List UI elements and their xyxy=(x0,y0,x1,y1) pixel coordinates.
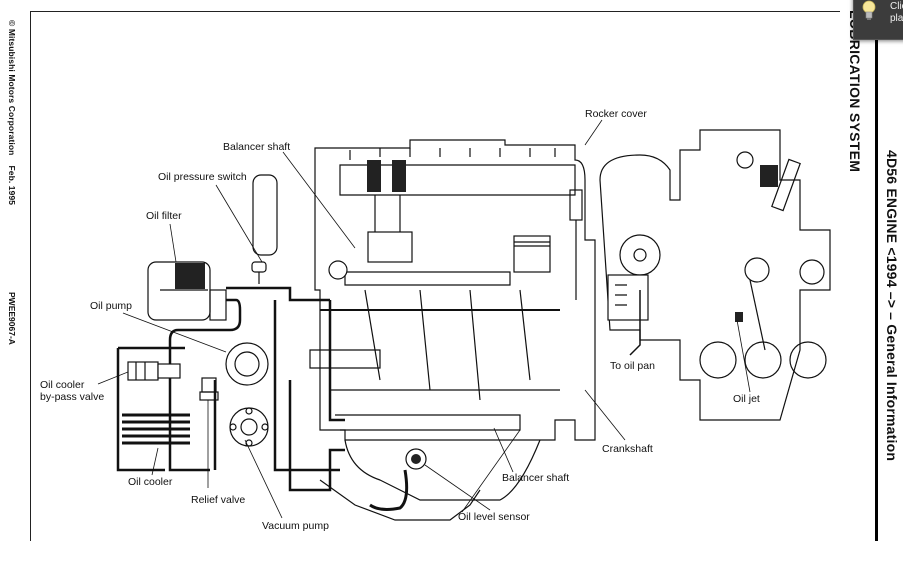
engine-block-drawing xyxy=(309,139,596,501)
oil-pressure-switch-drawing xyxy=(251,174,278,284)
label-crankshaft: Crankshaft xyxy=(602,443,653,455)
leader-rocker-cover xyxy=(584,119,603,146)
label-balancer-shaft-bottom: Balancer shaft xyxy=(502,472,570,484)
tooltip-line1: Clic xyxy=(890,1,903,12)
rocker-cover-drawing xyxy=(349,148,583,300)
lightbulb-icon xyxy=(862,0,876,20)
label-oil-cooler-bypass-valve: Oil cooler by-pass valve xyxy=(40,379,104,403)
oil-pump-drawing xyxy=(225,342,269,386)
hint-tooltip[interactable]: Clic pla xyxy=(853,0,903,40)
leader-balancer-shaft-top xyxy=(282,151,356,249)
label-rocker-cover: Rocker cover xyxy=(585,108,647,120)
oil-passages xyxy=(116,286,345,492)
leader-oil-level-sensor xyxy=(424,464,491,511)
label-relief-valve: Relief valve xyxy=(191,494,246,506)
tooltip-line2: pla xyxy=(890,13,903,24)
label-oil-jet: Oil jet xyxy=(733,393,760,405)
label-oil-cooler: Oil cooler xyxy=(128,476,173,488)
page-border-left xyxy=(30,11,31,541)
label-oil-level-sensor: Oil level sensor xyxy=(458,511,530,523)
leader-oil-filter xyxy=(169,223,177,263)
relief-valve-drawing xyxy=(199,377,219,401)
label-oil-filter: Oil filter xyxy=(146,210,182,222)
leader-oil-pressure-switch xyxy=(215,184,263,263)
leader-balancer-shaft-bottom-b xyxy=(493,427,514,473)
page-border-top xyxy=(30,11,840,12)
leader-crankshaft xyxy=(584,389,626,441)
leader-oil-jet xyxy=(736,319,751,393)
label-oil-pump: Oil pump xyxy=(90,300,133,312)
bypass-valve-drawing xyxy=(127,361,181,381)
tooltip-text: Clic pla xyxy=(890,1,903,25)
label-bypass-line2: by-pass valve xyxy=(40,391,105,403)
leader-lines xyxy=(97,119,751,519)
label-oil-pressure-switch: Oil pressure switch xyxy=(158,171,247,183)
leader-balancer-shaft-bottom-a xyxy=(461,429,521,513)
oil-pan-drawing xyxy=(319,448,481,521)
leader-oil-pump xyxy=(122,312,227,353)
label-vacuum-pump: Vacuum pump xyxy=(262,520,329,532)
label-to-oil-pan: To oil pan xyxy=(610,360,655,372)
engine-front-section-drawing xyxy=(599,129,831,421)
leader-oil-cooler xyxy=(151,447,159,476)
vacuum-pump-drawing xyxy=(229,407,269,447)
leader-bypass-valve xyxy=(97,371,129,385)
oil-cooler-drawing xyxy=(122,413,190,445)
page-border-right xyxy=(875,0,878,541)
oil-filter-drawing xyxy=(147,261,227,321)
leader-vacuum-pump xyxy=(244,439,283,519)
label-balancer-shaft-top: Balancer shaft xyxy=(223,141,291,153)
label-bypass-line1: Oil cooler xyxy=(40,379,85,391)
